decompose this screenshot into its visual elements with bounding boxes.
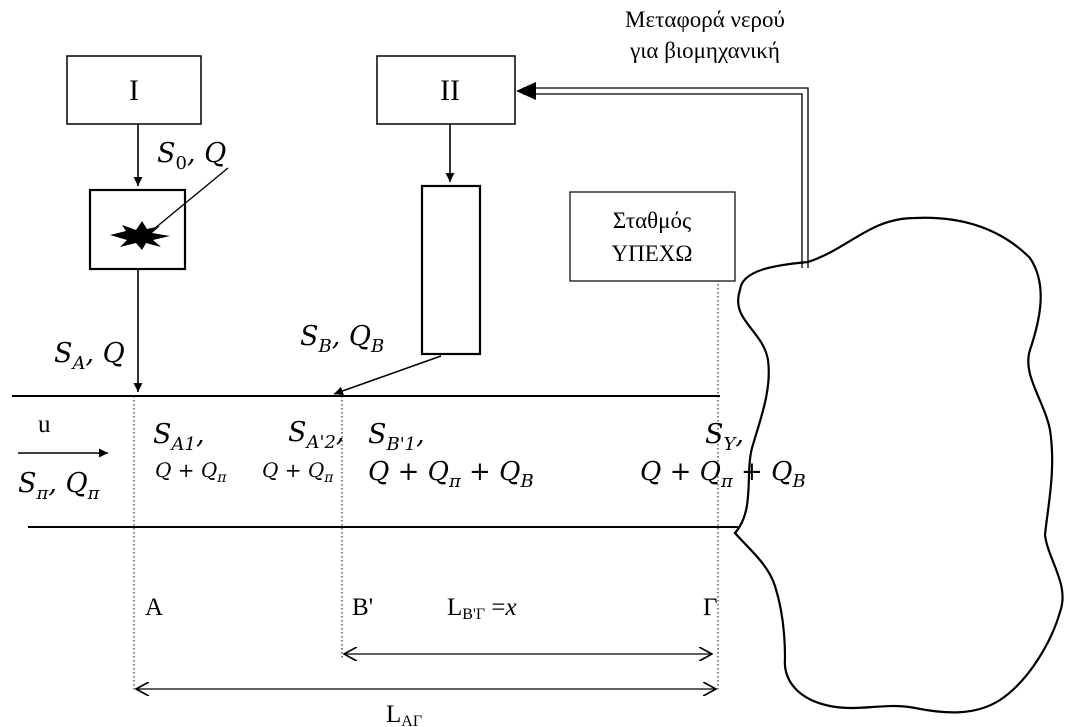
point-gamma-label: Γ xyxy=(703,594,717,621)
reservoir-shape xyxy=(733,216,1064,714)
sb1-flow-label: Q + Qπ + QB xyxy=(368,457,534,492)
s0-q-label: S0, Q xyxy=(157,138,226,174)
distance-ag-label: LAΓ xyxy=(386,701,422,727)
transport-label-line2: για βιομηχανική xyxy=(629,38,780,63)
sa-q-label: SA, Q xyxy=(54,338,125,374)
sb-qb-label: SB, QB xyxy=(300,321,384,357)
sy-flow-label: Q + Qπ + QB xyxy=(640,457,806,492)
unit-ii-outflow-arrow xyxy=(333,355,442,396)
monitoring-station-box xyxy=(569,191,736,282)
sa1-label: SA1, xyxy=(153,419,205,455)
transport-pipe-arrowhead xyxy=(516,82,536,100)
spi-qpi-label: Sπ, Qπ xyxy=(18,468,101,504)
s0-pointer-line xyxy=(142,167,229,239)
point-b-prime-label: B' xyxy=(352,594,373,621)
sb1-label: SB'1, xyxy=(368,419,425,455)
point-a-label: A xyxy=(145,594,163,621)
box-ii xyxy=(376,55,516,125)
box-i-label: I xyxy=(129,74,139,107)
transport-label-line1: Μεταφορά νερού xyxy=(625,7,785,32)
box-ii-label: II xyxy=(440,74,460,107)
station-line1: Σταθμός xyxy=(613,208,691,233)
station-line2: ΥΠΕΧΩ xyxy=(612,241,693,266)
box-i xyxy=(66,55,202,125)
velocity-label: u xyxy=(38,411,51,438)
transport-pipe-inner xyxy=(523,93,803,268)
sa2-flow-label: Q + Qπ xyxy=(262,458,334,486)
distance-bg-label: LB'Γ =x xyxy=(447,594,517,623)
sa1-flow-label: Q + Qπ xyxy=(155,458,227,486)
transport-pipe-outer xyxy=(523,87,809,268)
treatment-unit-ii xyxy=(420,184,482,356)
sa2-label: SA'2, xyxy=(288,417,345,453)
sy-label: SY, xyxy=(705,419,744,455)
